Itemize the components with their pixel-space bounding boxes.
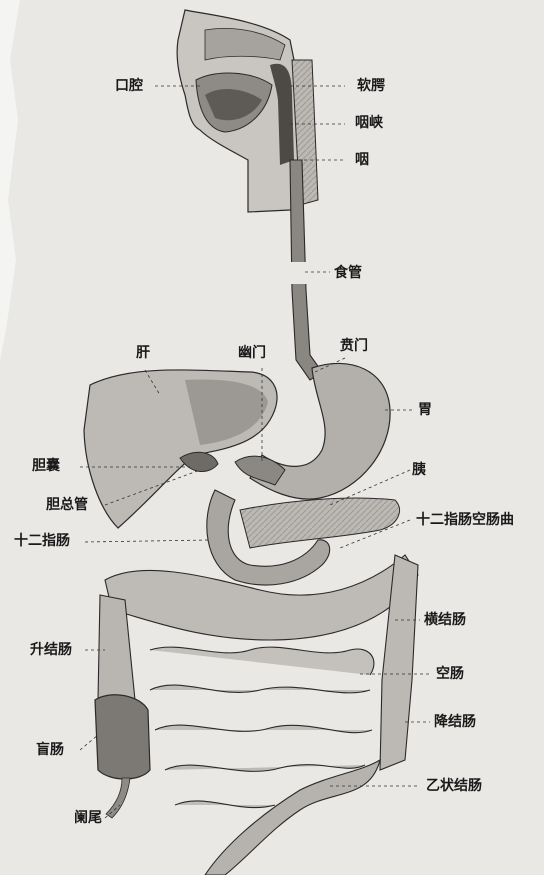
appendix-shape (106, 778, 130, 818)
large-intestine (95, 555, 418, 875)
label-appendix: 阑尾 (74, 810, 102, 826)
label-mouth: 口腔 (115, 78, 143, 94)
label-gallbladder: 胆囊 (32, 458, 60, 474)
label-descending-colon: 降结肠 (434, 714, 476, 730)
torn-paper-edge (0, 0, 20, 360)
label-duodenojejunal-flexure: 十二指肠空肠曲 (416, 512, 514, 528)
label-transverse-colon: 横结肠 (424, 612, 466, 628)
gallbladder-shape (180, 452, 218, 471)
label-ascending-colon: 升结肠 (30, 642, 72, 658)
label-pancreas: 胰 (412, 462, 426, 478)
sigmoid-colon-shape (205, 760, 380, 875)
ileum-coil-3 (175, 801, 275, 808)
jejunum-coil-2 (150, 685, 370, 693)
label-pylorus: 幽门 (238, 345, 266, 361)
label-cecum: 盲肠 (36, 742, 64, 758)
ileum-coil-1 (155, 725, 372, 733)
label-cardia: 贲门 (340, 338, 368, 354)
label-jejunum: 空肠 (436, 666, 464, 682)
jejunum-coil-1 (150, 647, 374, 675)
label-stomach: 胃 (418, 402, 432, 418)
label-sigmoid-colon: 乙状结肠 (426, 778, 482, 794)
cecum-shape (95, 695, 150, 779)
label-duodenum: 十二指肠 (14, 533, 70, 549)
label-pharynx-isthmus: 咽峡 (355, 115, 383, 131)
ileum-coil-2 (165, 765, 365, 772)
label-pharynx: 咽 (355, 152, 369, 168)
label-soft-palate: 软腭 (357, 78, 385, 94)
label-liver: 肝 (136, 345, 150, 361)
label-esophagus: 食管 (334, 265, 362, 281)
esophagus-break (290, 262, 308, 284)
label-common-bile-duct: 胆总管 (46, 497, 88, 513)
